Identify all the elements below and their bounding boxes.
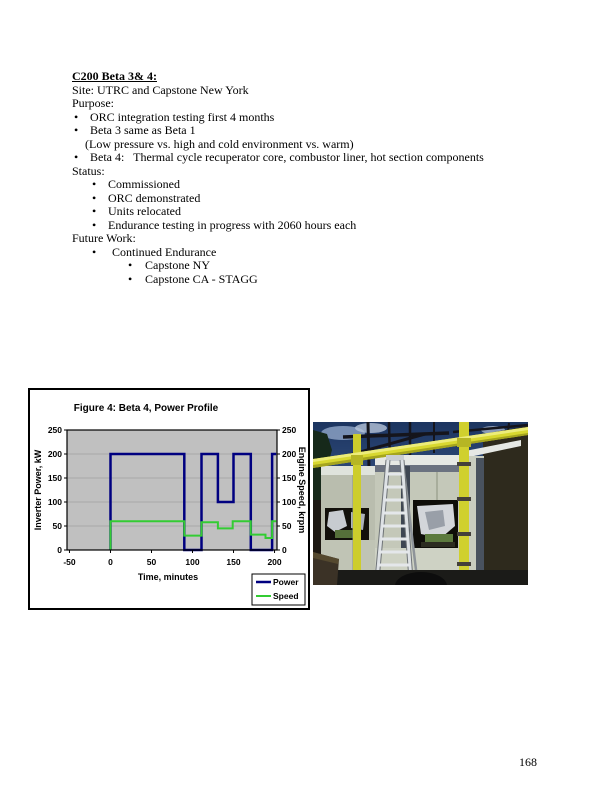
pipe-tee (457, 438, 471, 447)
future-work-item: Continued Endurance (72, 245, 577, 260)
site-photo (313, 422, 528, 585)
legend-label-power: Power (273, 577, 299, 587)
cloud (355, 423, 387, 433)
status-item: Commissioned (72, 177, 577, 192)
pipe-tee (351, 455, 363, 465)
y-tick-label-right: 0 (282, 545, 287, 555)
future-work-list: Continued Endurance (72, 245, 577, 260)
x-tick-label: -50 (63, 557, 76, 567)
site-line: Site: UTRC and Capstone New York (72, 82, 249, 97)
foreground-shadows (313, 552, 528, 585)
plot-area (67, 430, 277, 550)
step-ladder (374, 455, 419, 581)
status-label: Status: (72, 163, 105, 178)
status-item: ORC demonstrated (72, 191, 577, 206)
y-tick-label-right: 100 (282, 497, 296, 507)
y-tick-label-left: 250 (48, 425, 62, 435)
purpose-item-note: (Low pressure vs. high and cold environm… (85, 136, 354, 151)
ladder-rungs (378, 472, 411, 567)
purpose-label: Purpose: (72, 96, 114, 110)
future-work-subitem: Capstone NY (72, 258, 577, 273)
y-tick-label-right: 200 (282, 449, 296, 459)
purpose-item: ORC integration testing first 4 months (72, 110, 577, 125)
x-tick-label: 0 (108, 557, 113, 567)
purpose-item: Beta 4: Thermal cycle recuperator core, … (72, 150, 577, 165)
future-work-subitem: Capstone CA - STAGG (72, 272, 577, 287)
plot-border (66, 429, 278, 551)
site-photo-svg (313, 422, 528, 585)
purpose-item: Beta 3 same as Beta 1 (72, 123, 577, 138)
vertical-pipe-left (353, 434, 361, 585)
x-tick-label: 100 (185, 557, 199, 567)
x-tick-label: 150 (226, 557, 240, 567)
cabinet-opening-left (325, 508, 369, 540)
chart-title: Figure 4: Beta 4, Power Profile (74, 403, 219, 414)
y-tick-label-left: 200 (48, 449, 62, 459)
cabinet-top-strip (460, 440, 521, 459)
y-tick-label-left: 0 (57, 545, 62, 555)
cabinet-top-strip (375, 455, 460, 465)
y-tick-label-right: 250 (282, 425, 296, 435)
section-title: C200 Beta 3& 4: (72, 69, 157, 83)
purpose-list: ORC integration testing first 4 months B… (72, 110, 577, 165)
future-work-sublist: Capstone NY Capstone CA - STAGG (72, 258, 577, 287)
vertical-pipe-right (459, 422, 469, 585)
y-tick-label-left: 100 (48, 497, 62, 507)
status-list: Commissioned ORC demonstrated Units relo… (72, 177, 577, 233)
y-tick-label-right: 150 (282, 473, 296, 483)
text-content: C200 Beta 3& 4: Site: UTRC and Capstone … (72, 69, 577, 287)
x-tick-label: 200 (267, 557, 281, 567)
status-item: Units relocated (72, 204, 577, 219)
cabinet-opening-middle (413, 500, 458, 550)
speed-line (109, 520, 277, 550)
y-tick-label-left: 50 (53, 521, 63, 531)
page-number: 168 (519, 755, 537, 769)
x-axis-title: Time, minutes (138, 572, 198, 582)
yellow-piping (313, 422, 528, 585)
x-tick-label: 50 (147, 557, 157, 567)
future-work-label: Future Work: (72, 231, 136, 245)
camera-shadow (395, 572, 447, 585)
chart-legend (251, 573, 306, 606)
y-axis-title-left: Inverter Power, kW (33, 449, 43, 530)
turbine-cabinets (321, 426, 528, 572)
y-tick-label-right: 50 (282, 521, 292, 531)
cabinet-dark-side (483, 426, 528, 572)
y-axis-title-right: Engine Speed, krpm (297, 447, 307, 534)
y-tick-label-left: 150 (48, 473, 62, 483)
status-item: Endurance testing in progress with 2060 … (72, 218, 577, 233)
cabinet-top-strip (321, 466, 375, 476)
legend-label-speed: Speed (273, 591, 299, 601)
